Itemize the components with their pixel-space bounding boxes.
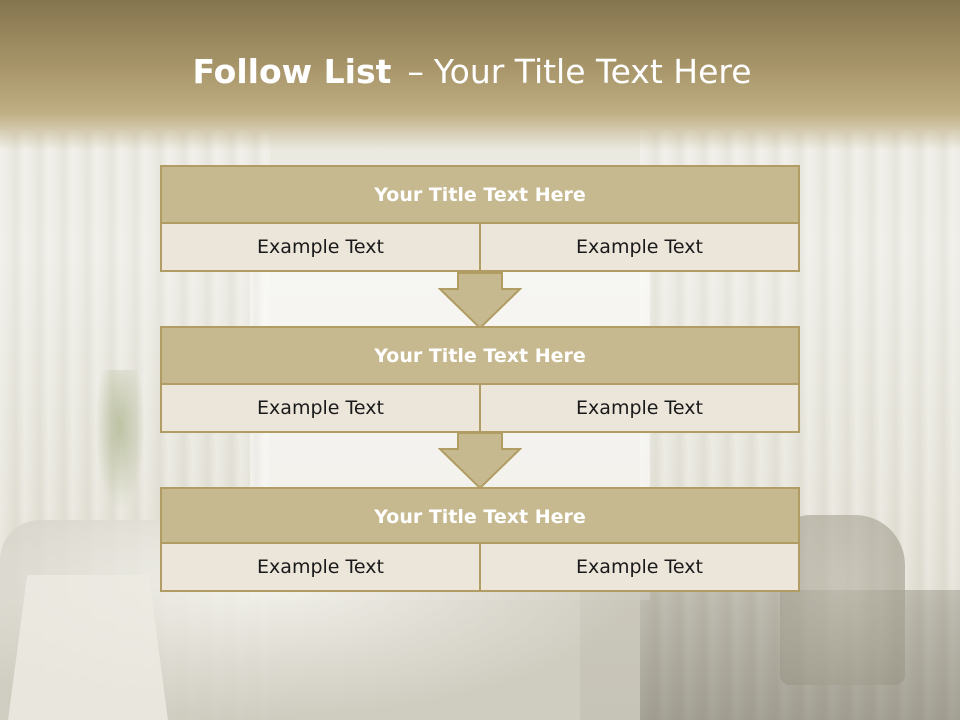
step-row-1: Example Text Example Text <box>160 222 800 272</box>
step-block-3: Your Title Text Here Example Text Exampl… <box>160 487 800 594</box>
slide-title-rest: Your Title Text Here <box>433 52 752 91</box>
step-1-left-text: Example Text <box>160 222 481 272</box>
down-arrow-icon <box>438 272 522 330</box>
down-arrow-icon <box>438 432 522 490</box>
background-lamp <box>8 575 168 720</box>
step-title-2: Your Title Text Here <box>160 326 800 385</box>
step-block-2: Your Title Text Here Example Text Exampl… <box>160 326 800 433</box>
step-row-2: Example Text Example Text <box>160 383 800 433</box>
slide-title: Follow List–Your Title Text Here <box>0 52 944 91</box>
slide-title-separator: – <box>407 52 424 91</box>
header-band <box>0 0 960 150</box>
step-3-left-text: Example Text <box>160 542 481 592</box>
background-plant <box>95 370 145 510</box>
step-3-right-text: Example Text <box>481 542 800 592</box>
step-title-1: Your Title Text Here <box>160 165 800 224</box>
step-2-left-text: Example Text <box>160 383 481 433</box>
step-block-1: Your Title Text Here Example Text Exampl… <box>160 165 800 272</box>
step-1-right-text: Example Text <box>481 222 800 272</box>
step-2-right-text: Example Text <box>481 383 800 433</box>
slide-title-bold: Follow List <box>192 52 392 91</box>
background-chair <box>780 515 905 685</box>
step-title-3: Your Title Text Here <box>160 487 800 546</box>
step-row-3: Example Text Example Text <box>160 542 800 592</box>
